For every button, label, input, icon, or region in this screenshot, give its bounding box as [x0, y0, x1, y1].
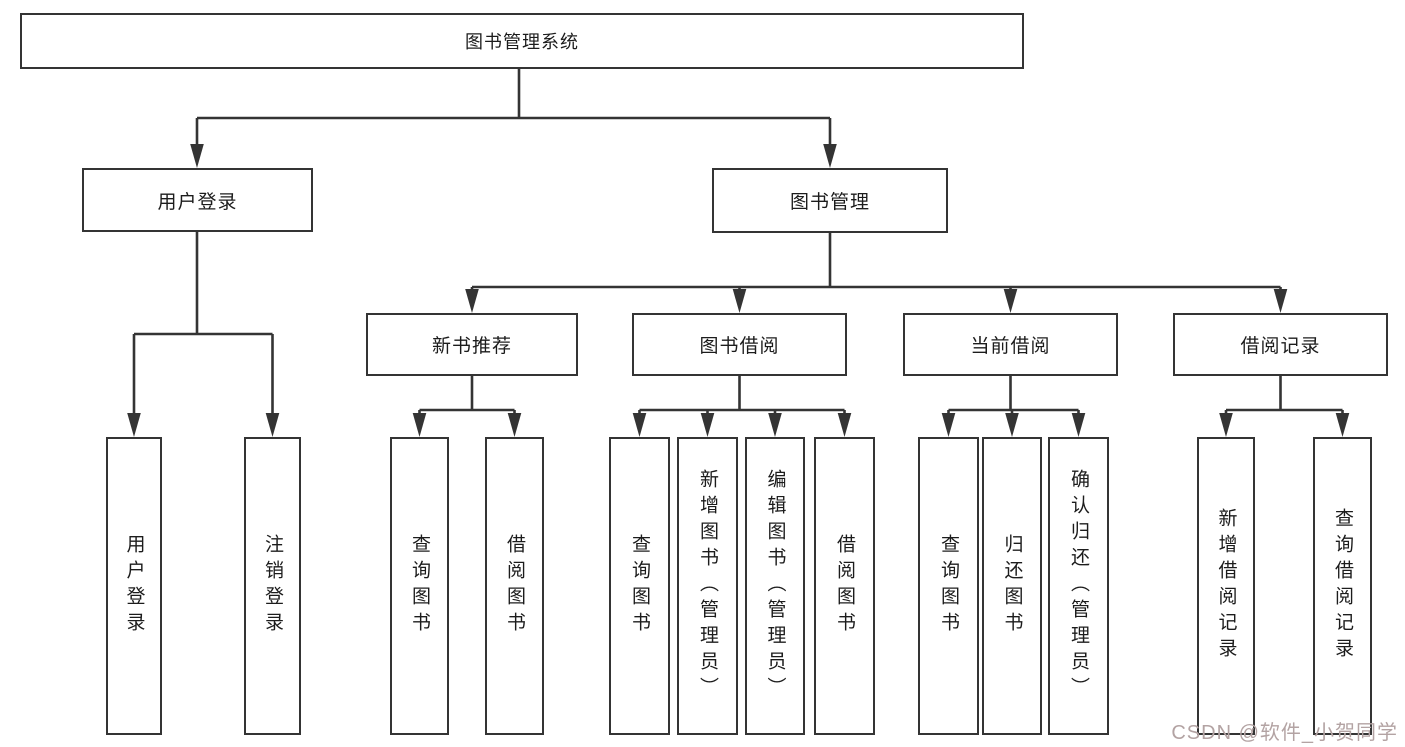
node-root: 图书管理系统	[20, 13, 1024, 69]
node-root-label: 图书管理系统	[465, 32, 579, 52]
leaf-br-query-record-label: 查询借阅记录	[1332, 508, 1353, 664]
node-user-login: 用户登录	[82, 168, 313, 232]
leaf-bb-borrow-books-label: 借阅图书	[834, 534, 855, 638]
node-book-borrowing-label: 图书借阅	[699, 336, 780, 357]
leaf-bb-add-books-admin: 新增图书（管理员）	[677, 437, 738, 735]
csdn-watermark: CSDN @软件_小贺同学	[1171, 722, 1398, 744]
node-current-borrowing: 当前借阅	[903, 313, 1118, 376]
leaf-nbr-query-books: 查询图书	[390, 437, 449, 735]
leaf-cb-query-books-label: 查询图书	[938, 534, 959, 638]
node-borrowing-records-label: 借阅记录	[1240, 336, 1321, 357]
leaf-nbr-borrow-books: 借阅图书	[485, 437, 544, 735]
leaf-br-add-record: 新增借阅记录	[1197, 437, 1255, 735]
leaf-cb-return-books: 归还图书	[982, 437, 1042, 735]
node-borrowing-records: 借阅记录	[1173, 313, 1388, 376]
leaf-bb-borrow-books: 借阅图书	[814, 437, 875, 735]
node-current-borrowing-label: 当前借阅	[970, 336, 1051, 357]
leaf-nbr-query-books-label: 查询图书	[409, 534, 430, 638]
node-new-book-recommend: 新书推荐	[366, 313, 578, 376]
leaf-bb-query-books: 查询图书	[609, 437, 670, 735]
leaf-cb-return-books-label: 归还图书	[1001, 534, 1023, 638]
node-new-book-recommend-label: 新书推荐	[431, 336, 512, 357]
leaf-bb-edit-books-admin: 编辑图书（管理员）	[745, 437, 805, 735]
leaf-user-login: 用户登录	[106, 437, 162, 735]
node-book-borrowing: 图书借阅	[632, 313, 847, 376]
leaf-bb-query-books-label: 查询图书	[629, 534, 650, 638]
leaf-cb-confirm-return-admin-label: 确认归还（管理员）	[1068, 469, 1089, 703]
node-book-management: 图书管理	[712, 168, 948, 233]
leaf-user-login-label: 用户登录	[123, 534, 145, 638]
leaf-cb-confirm-return-admin: 确认归还（管理员）	[1048, 437, 1109, 735]
leaf-bb-add-books-admin-label: 新增图书（管理员）	[697, 469, 718, 703]
leaf-br-add-record-label: 新增借阅记录	[1215, 508, 1237, 664]
node-book-management-label: 图书管理	[789, 192, 870, 213]
node-user-login-label: 用户登录	[157, 191, 238, 213]
leaf-bb-edit-books-admin-label: 编辑图书（管理员）	[764, 469, 786, 703]
leaf-cb-query-books: 查询图书	[918, 437, 979, 735]
leaf-nbr-borrow-books-label: 借阅图书	[504, 534, 525, 638]
leaf-br-query-record: 查询借阅记录	[1313, 437, 1372, 735]
leaf-logout: 注销登录	[244, 437, 301, 735]
leaf-logout-label: 注销登录	[262, 534, 283, 638]
